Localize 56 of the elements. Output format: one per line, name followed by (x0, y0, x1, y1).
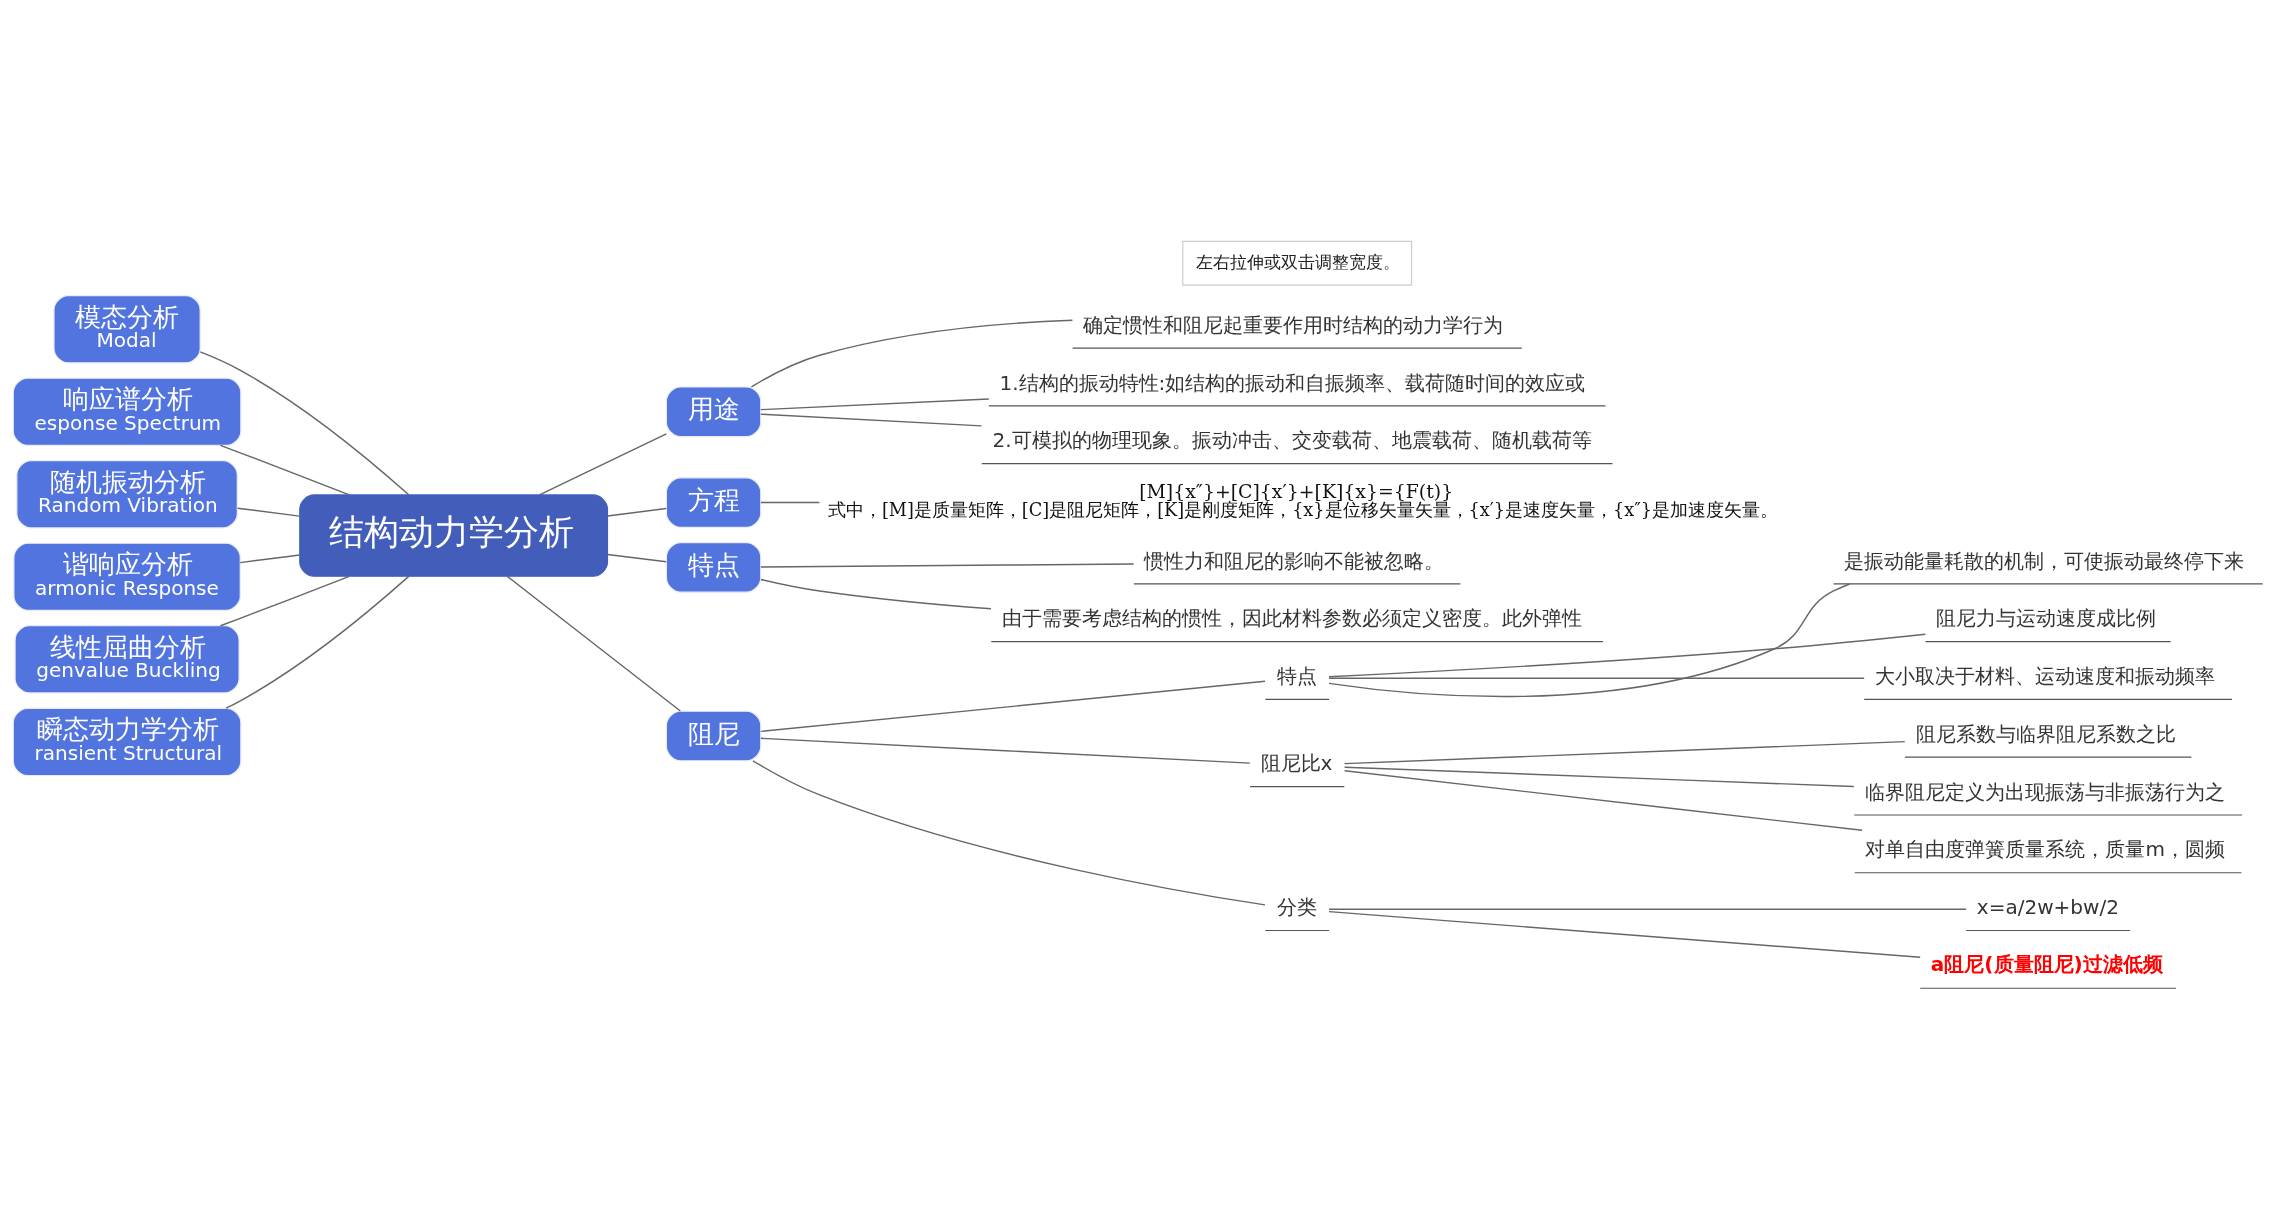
connector (1328, 632, 1927, 677)
node-box: 用途 (665, 385, 762, 437)
connector (538, 432, 668, 496)
connector (506, 575, 682, 712)
node-text: 阻尼比x (1260, 750, 1333, 775)
node-box: 响应谱分析 esponse Spectrum (12, 377, 242, 446)
node-box: 阻尼 (665, 710, 762, 761)
node-text: 是振动能量耗散的机制，可使振动最终停下来 (1844, 548, 2245, 573)
connector (606, 507, 667, 517)
connector (760, 562, 1135, 568)
label: 左右拉伸或双击调整宽度。 (1195, 252, 1400, 272)
node-box: 特点 (665, 541, 762, 593)
connector (199, 350, 410, 495)
connector (752, 759, 1266, 906)
connector (760, 578, 992, 610)
connector (1328, 677, 1865, 679)
connector (219, 444, 350, 496)
node-text: 大小取决于材料、运动速度和振动频率 (1874, 663, 2215, 688)
node-text: a阻尼(质量阻尼)过滤低频 (1930, 951, 2163, 976)
node-text: 临界阻尼定义为出现振荡与非振荡行为之 (1864, 779, 2225, 804)
connector (1328, 910, 1921, 958)
connector (1343, 740, 1906, 764)
connector (219, 575, 350, 626)
connector (760, 501, 821, 503)
node-text: [M]{x″}+[C]{x′}+[K]{x}={F(t)} 式中，[M]是质量矩阵，[C]是阻尼矩阵，[K]是刚度矩阵，{x}是位移矢量矢量，{x′}是速度矢量，{x″}是加速度矢量。 (827, 479, 1779, 520)
connector (750, 319, 1074, 388)
node-text: 1.结构的振动特性:如结构的振动和自振频率、载荷随时间的效应或 (999, 370, 1586, 395)
node-text: 2.可模拟的物理现象。振动冲击、交变载荷、地震载荷、随机载荷等 (992, 427, 1592, 452)
node-box: 谐响应分析 armonic Response (13, 542, 241, 611)
connector (1328, 908, 1967, 910)
connector (239, 553, 300, 563)
connector (1343, 769, 1863, 831)
connector (1328, 582, 1851, 697)
node-box: 线性屈曲分析 genvalue Buckling (14, 624, 240, 694)
node-text: 阻尼系数与临界阻尼系数之比 (1915, 721, 2176, 746)
connector (236, 507, 300, 517)
node-text: 阻尼力与运动速度成比例 (1936, 605, 2157, 630)
node-text: x=a/2w+bw/2 (1976, 894, 2119, 919)
connector (225, 575, 410, 709)
node-text: 确定惯性和阻尼起重要作用时结构的动力学行为 (1083, 312, 1504, 337)
connector (760, 413, 983, 427)
node-box: 瞬态动力学分析 ransient Structural (12, 707, 242, 776)
connector (1343, 766, 1855, 787)
node-text: 惯性力和阻尼的影响不能被忽略。 (1144, 548, 1445, 573)
node-box: 方程 (665, 476, 762, 528)
node-text: 特点 (1276, 663, 1317, 688)
connector (760, 397, 990, 410)
node-text: 由于需要考虑结构的惯性，因此材料参数必须定义密度。此外弹性 (1001, 605, 1582, 630)
connector (606, 553, 667, 562)
node-box: 随机振动分析 Random Vibration (16, 459, 238, 528)
connector (760, 680, 1266, 732)
connector (760, 737, 1251, 764)
node-text: 对单自由度弹簧质量系统，质量m，圆频 (1865, 836, 2225, 861)
node-box: 模态分析 Modal (53, 294, 201, 363)
node-text: 分类 (1276, 894, 1317, 919)
node-box: 结构动力学分析 (299, 493, 609, 577)
